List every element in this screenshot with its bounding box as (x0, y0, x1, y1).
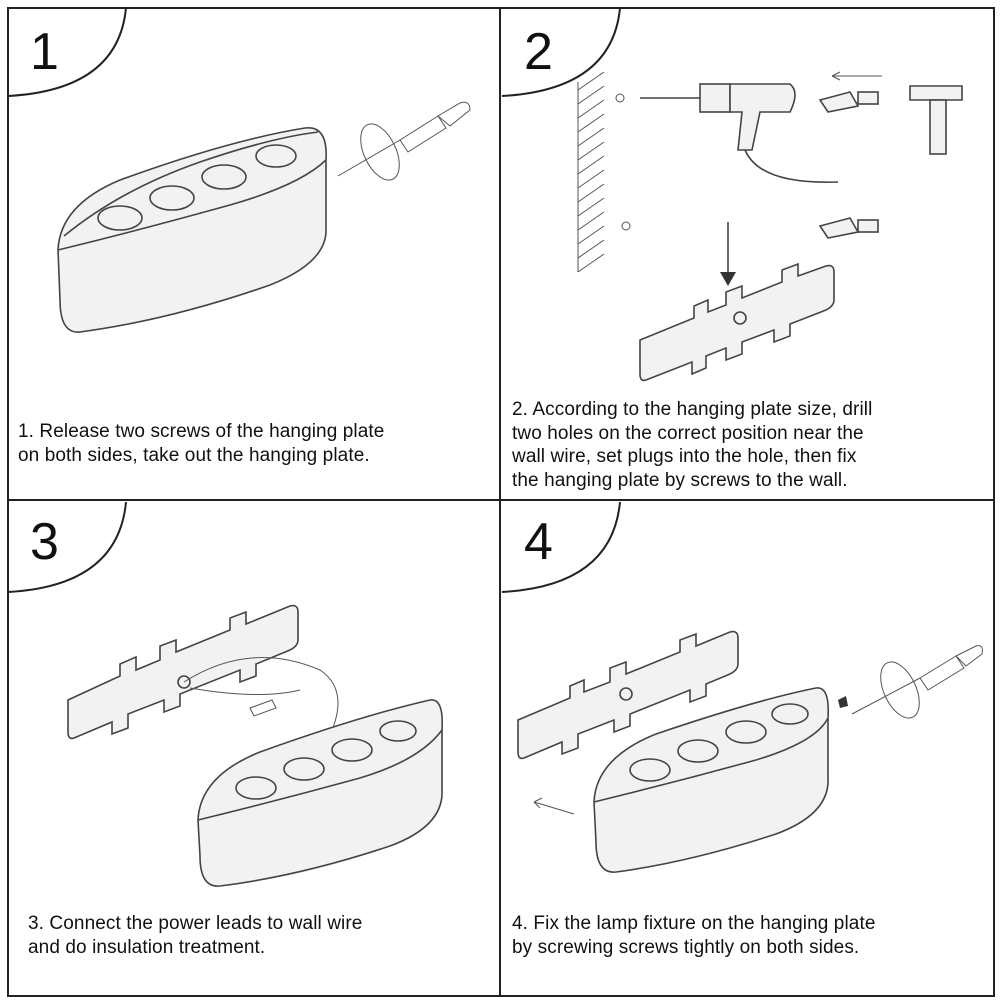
caption-line: 1. Release two screws of the hanging pla… (18, 421, 385, 442)
drill-icon (640, 83, 839, 184)
step-4-caption: 4. Fix the lamp fixture on the hanging p… (512, 912, 876, 959)
hammer-icon (909, 85, 963, 155)
wire (183, 657, 339, 736)
lamp-fixture-icon (593, 687, 830, 873)
lamp-fixture-icon (197, 699, 444, 887)
lamp-fixture-icon (57, 127, 327, 333)
caption-line: wall wire, set plugs into the hole, then… (512, 446, 857, 467)
step-2-caption: 2. According to the hanging plate size, … (512, 398, 872, 492)
caption-line: and do insulation treatment. (28, 936, 266, 958)
arrow-icon (720, 222, 736, 286)
caption-line: 3. Connect the power leads to wall wire (28, 913, 363, 934)
panel-3-illustration (67, 604, 444, 887)
screw-icon (533, 696, 848, 815)
caption-line: by screwing screws tightly on both sides… (512, 936, 860, 958)
caption-line: 2. According to the hanging plate size, … (512, 399, 873, 420)
panel-1-illustration (57, 101, 471, 333)
hanging-plate-icon (517, 630, 739, 760)
caption-line: the hanging plate by screws to the wall. (512, 469, 848, 491)
caption-line: on both sides, take out the hanging plat… (18, 444, 370, 466)
screw-icon (249, 699, 277, 717)
hanging-plate-icon (639, 262, 835, 382)
wire (189, 687, 301, 696)
screwdriver-icon (851, 645, 983, 719)
step-2-number: 2 (524, 23, 553, 81)
screwdriver-icon (337, 101, 471, 181)
step-4-number: 4 (524, 513, 553, 571)
hanging-plate-icon (67, 604, 299, 740)
caption-line: 4. Fix the lamp fixture on the hanging p… (512, 913, 876, 934)
panel-2-illustration (577, 71, 963, 382)
step-1-number: 1 (30, 23, 59, 81)
caption-line: two holes on the correct position near t… (512, 422, 864, 444)
step-3-number: 3 (30, 513, 59, 571)
wall-plug-icon (818, 71, 882, 239)
step-1-caption: 1. Release two screws of the hanging pla… (18, 420, 384, 467)
panel-4-illustration (517, 630, 983, 873)
wall-icon (577, 71, 631, 273)
step-3-caption: 3. Connect the power leads to wall wire … (28, 912, 362, 959)
